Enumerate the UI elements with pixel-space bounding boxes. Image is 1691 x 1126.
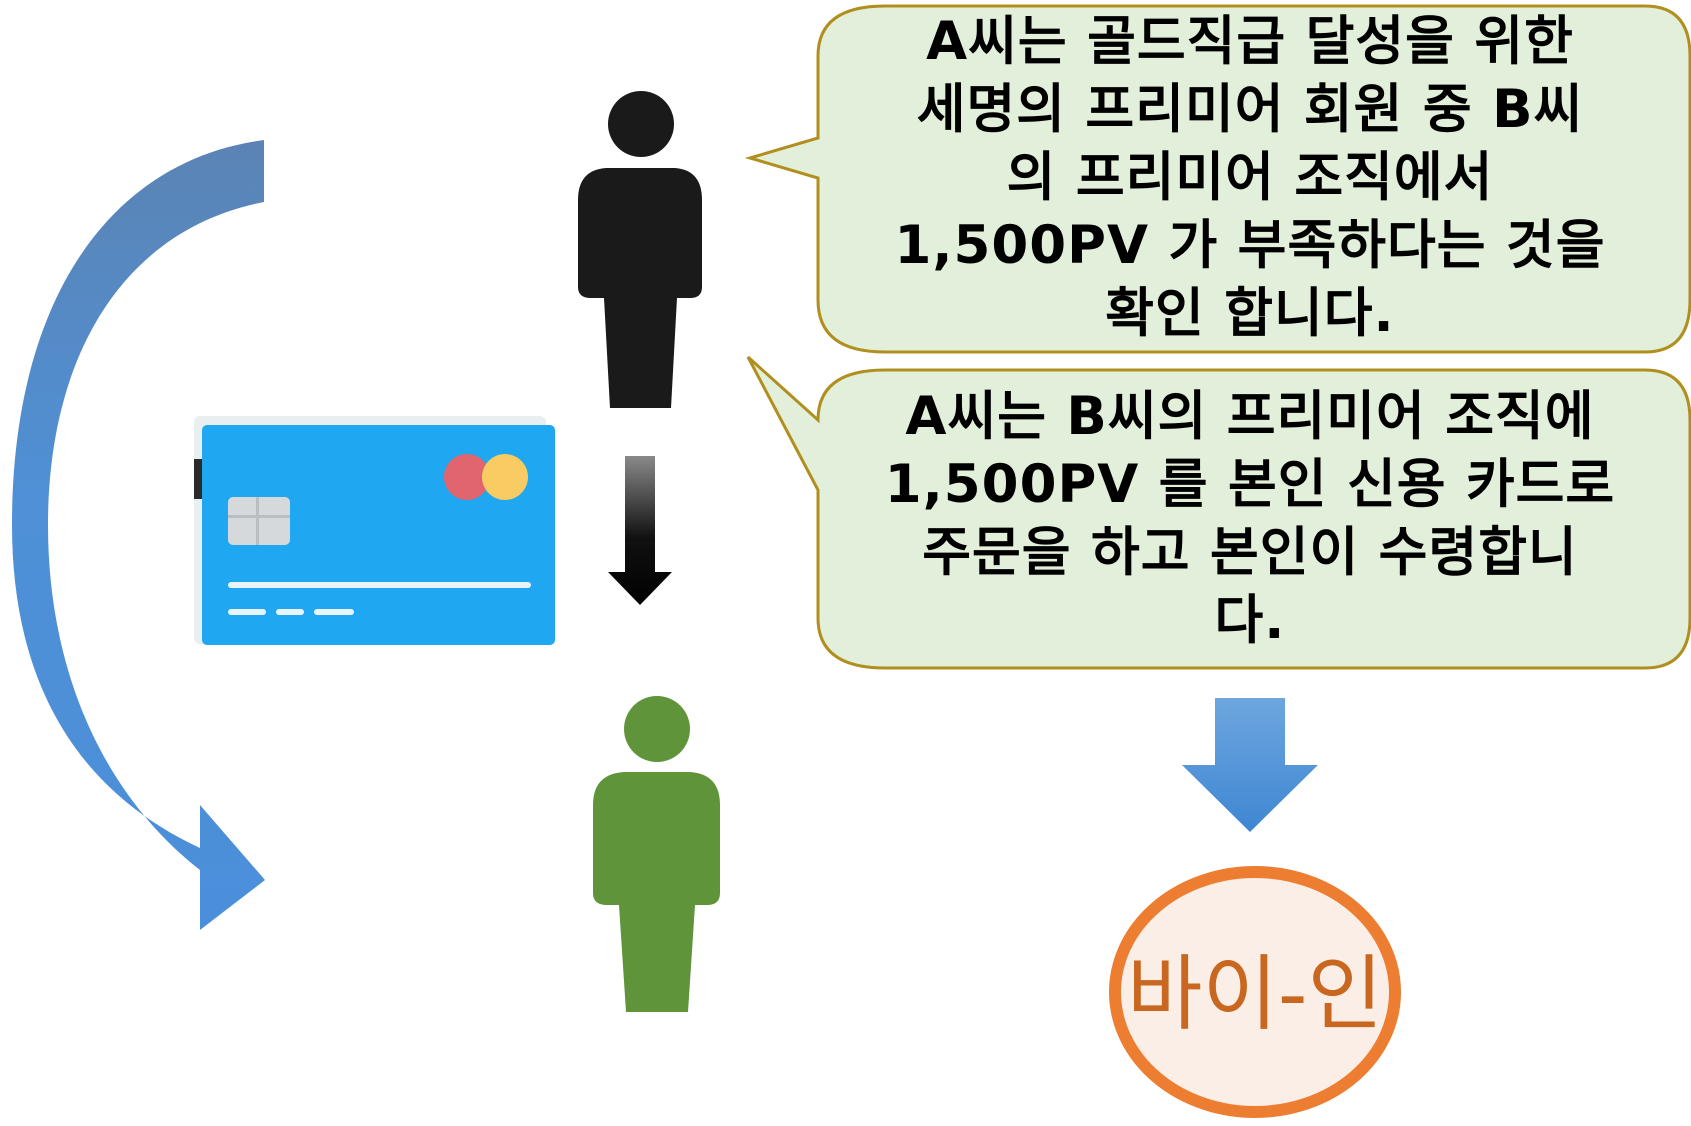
bubble-2-line: A씨는 B씨의 프리미어 조직에 bbox=[905, 386, 1595, 447]
person-green-icon bbox=[593, 696, 720, 1012]
bubble-1-line: 1,500PV 가 부족하다는 것을 bbox=[894, 215, 1606, 276]
bubble-2-text: A씨는 B씨의 프리미어 조직에 1,500PV 를 본인 신용 카드로 주문을… bbox=[830, 383, 1670, 655]
speech-bubble-1 bbox=[744, 4, 1691, 354]
blue-down-arrow-icon bbox=[1182, 698, 1318, 832]
speech-bubble-2 bbox=[746, 355, 1691, 670]
curved-arrow-icon bbox=[12, 140, 265, 930]
result-label: 바이-인 bbox=[1127, 947, 1383, 1042]
result-ellipse bbox=[1109, 866, 1401, 1118]
bubble-1-line: 확인 합니다. bbox=[1105, 283, 1395, 344]
bubble-1-line: A씨는 골드직급 달성을 위한 bbox=[926, 11, 1574, 72]
person-black-icon bbox=[578, 91, 702, 408]
down-arrow-icon bbox=[608, 456, 672, 605]
bubble-1-line: 의 프리미어 조직에서 bbox=[1006, 147, 1494, 208]
bubble-2-line: 주문을 하고 본인이 수령합니 bbox=[922, 522, 1578, 583]
bubble-2-line: 1,500PV 를 본인 신용 카드로 bbox=[884, 454, 1616, 515]
bubble-1-text: A씨는 골드직급 달성을 위한 세명의 프리미어 회원 중 B씨 의 프리미어 … bbox=[830, 8, 1670, 348]
credit-card-icon bbox=[194, 416, 555, 645]
bubble-2-line: 다. bbox=[1214, 590, 1286, 651]
bubble-1-line: 세명의 프리미어 회원 중 B씨 bbox=[916, 79, 1584, 140]
